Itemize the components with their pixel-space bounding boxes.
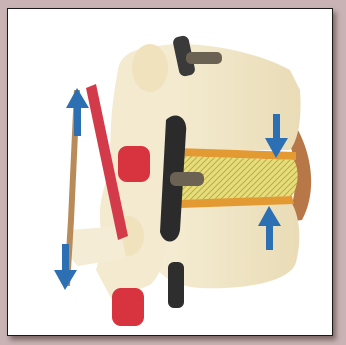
rod-lower <box>168 262 184 308</box>
red-block-lower <box>112 288 144 326</box>
screw-lower <box>170 172 204 186</box>
up-arrow-left <box>66 88 89 136</box>
facet-knob-upper <box>132 44 168 92</box>
screw-upper <box>186 52 222 64</box>
red-block-upper <box>118 146 150 182</box>
